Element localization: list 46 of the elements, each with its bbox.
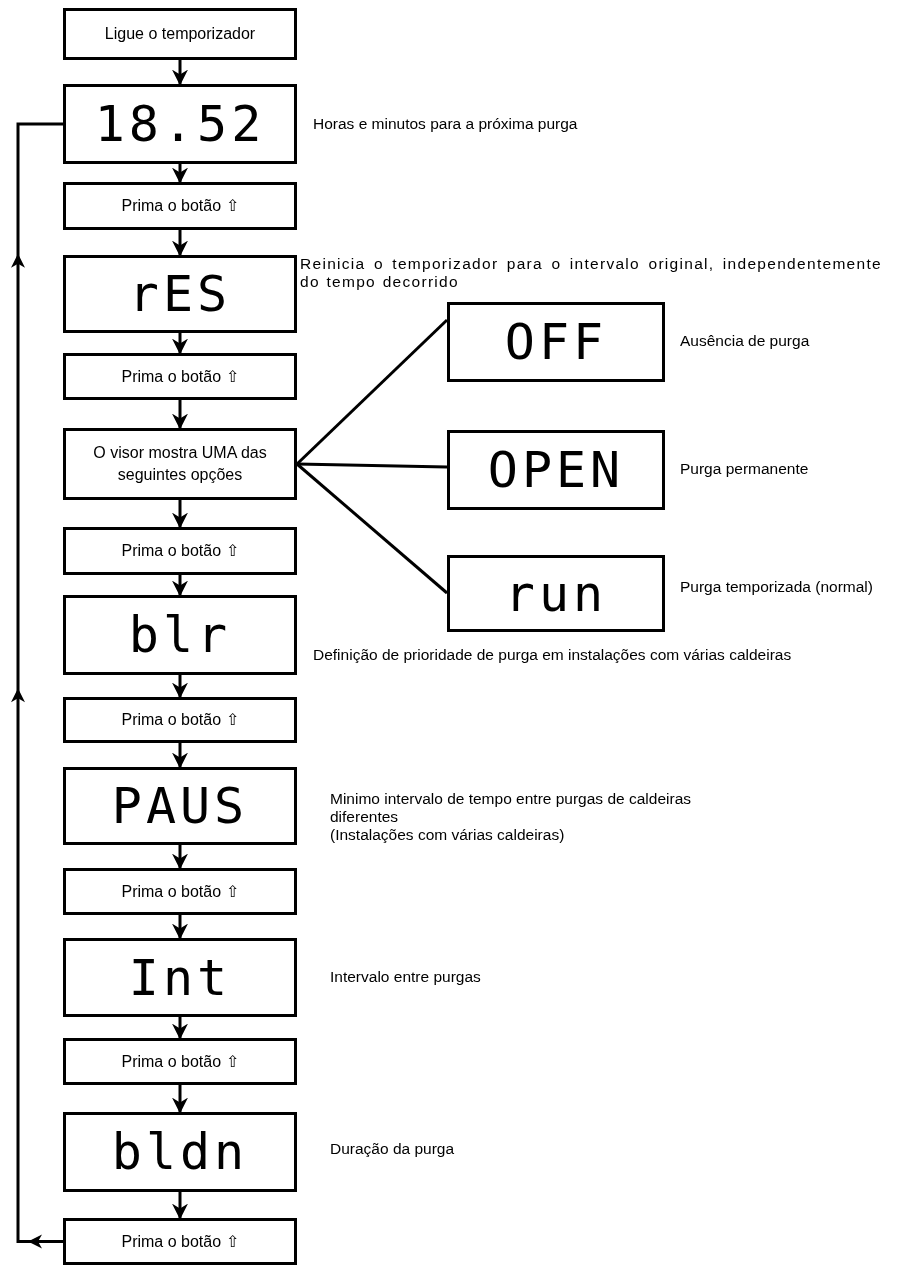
- step-text: Prima o botão ⇧: [120, 881, 240, 902]
- description-text: Duração da purga: [330, 1140, 456, 1158]
- display-readout: blr: [128, 610, 232, 660]
- display-box: [63, 84, 297, 164]
- step-text: Prima o botão ⇧: [120, 366, 240, 387]
- description-text: (Instalações com várias caldeiras): [330, 825, 566, 844]
- description-text: Horas e minutos para a próxima purga: [313, 115, 579, 133]
- description-text: Purga permanente: [680, 460, 810, 478]
- step-text: Prima o botão ⇧: [120, 710, 240, 731]
- display-box: [447, 430, 665, 510]
- process-box: [63, 1038, 297, 1085]
- process-box: [63, 868, 297, 915]
- description-text: Definição de prioridade de purga em instalações com várias caldeiras: [313, 646, 793, 664]
- display-box: [63, 595, 297, 675]
- description-text: Intervalo entre purgas: [330, 968, 482, 986]
- display-box: [447, 302, 665, 382]
- step-text: Prima o botão ⇧: [120, 196, 240, 217]
- step-text: Prima o botão ⇧: [120, 1051, 240, 1072]
- step-text: Ligue o temporizador: [103, 24, 257, 45]
- step-text: Prima o botão ⇧: [120, 541, 240, 562]
- display-readout: rES: [128, 269, 232, 319]
- display-box: [63, 255, 297, 333]
- display-box: [63, 1112, 297, 1192]
- step-text: O visor mostra UMA das seguintes opções: [92, 443, 268, 485]
- description-text: Purga temporizada (normal): [680, 578, 874, 596]
- display-readout: OPEN: [487, 445, 625, 495]
- process-box: [63, 182, 297, 230]
- display-box: [63, 938, 297, 1017]
- display-readout: Int: [128, 952, 232, 1003]
- process-box: [63, 353, 297, 400]
- display-box: [63, 767, 297, 845]
- step-text: Prima o botão ⇧: [120, 1231, 240, 1252]
- process-box: [63, 428, 297, 500]
- process-box: [63, 8, 297, 60]
- description-text: Minimo intervalo de tempo entre purgas de caldeiras diferentes: [330, 790, 692, 826]
- display-readout: OFF: [504, 317, 608, 367]
- display-box: [447, 555, 665, 632]
- description-text: Reinicia o temporizador para o intervalo original, independentemente do tempo decorrido: [300, 255, 882, 291]
- display-readout: bldn: [111, 1127, 249, 1177]
- display-readout: run: [504, 568, 608, 619]
- process-box: [63, 527, 297, 575]
- description-text: Ausência de purga: [680, 332, 811, 350]
- process-box: [63, 1218, 297, 1265]
- display-readout: 18.52: [94, 99, 266, 149]
- display-readout: PAUS: [111, 781, 249, 831]
- process-box: [63, 697, 297, 743]
